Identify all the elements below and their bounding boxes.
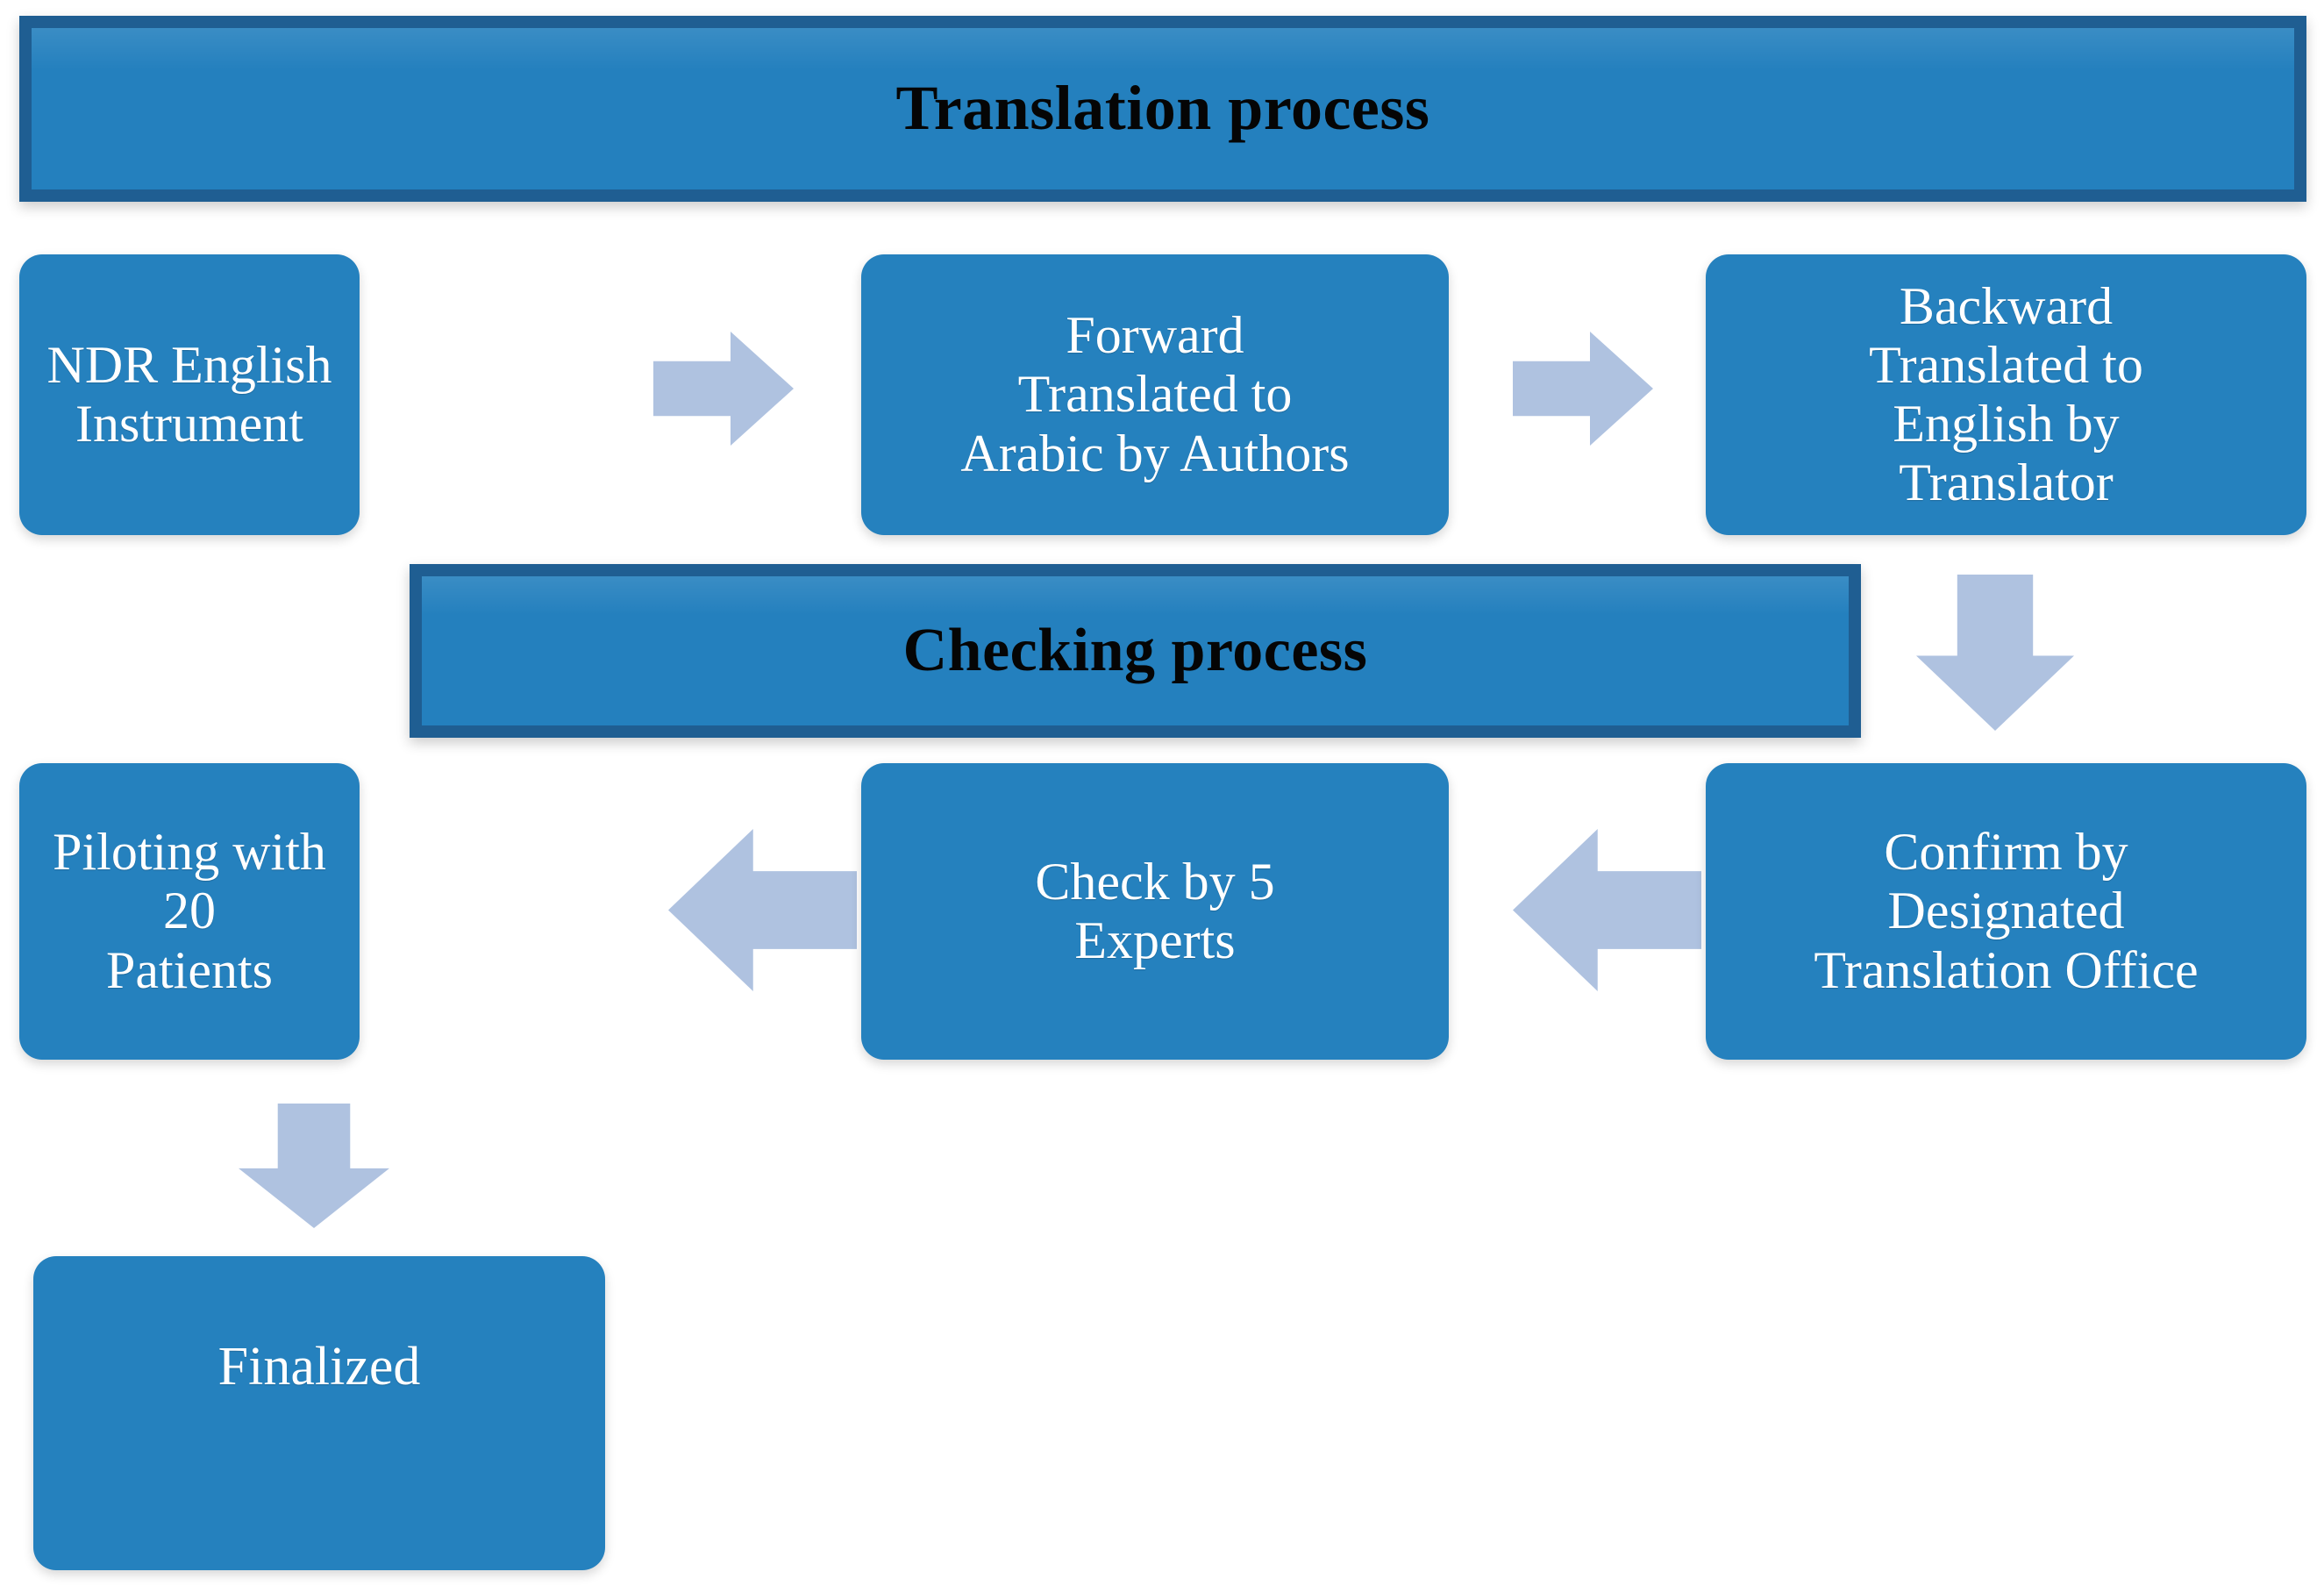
node-check-by-5-experts: Check by 5 Experts xyxy=(861,763,1449,1060)
node-finalized-label: Finalized xyxy=(217,1337,421,1397)
arrow-left-icon-check-to-piloting xyxy=(668,829,857,991)
arrow-right-icon-ndr-to-forward xyxy=(653,332,794,446)
banner-translation-process: Translation process xyxy=(19,16,2306,202)
arrow-down-icon-piloting-to-finalized xyxy=(239,1104,389,1228)
banner-checking-process-label: Checking process xyxy=(902,617,1368,685)
node-confirm-by-translation-office-label: Confirm by Designated Translation Office xyxy=(1814,823,2199,999)
node-finalized: Finalized xyxy=(33,1256,605,1570)
banner-checking-process: Checking process xyxy=(410,564,1861,738)
node-confirm-by-translation-office: Confirm by Designated Translation Office xyxy=(1706,763,2306,1060)
node-forward-translated: Forward Translated to Arabic by Authors xyxy=(861,254,1449,535)
node-backward-translated-label: Backward Translated to English by Transl… xyxy=(1869,276,2143,512)
node-piloting-with-20-patients: Piloting with 20 Patients xyxy=(19,763,360,1060)
arrow-down-icon-backward-to-confirm xyxy=(1916,575,2074,731)
banner-sheen xyxy=(32,28,2294,70)
node-ndr-english-instrument-label: NDR English Instrument xyxy=(46,335,332,453)
banner-sheen xyxy=(422,576,1849,616)
banner-translation-process-label: Translation process xyxy=(895,73,1430,144)
node-forward-translated-label: Forward Translated to Arabic by Authors xyxy=(960,306,1350,482)
arrow-left-icon-confirm-to-check xyxy=(1513,829,1701,991)
arrow-right-icon-forward-to-backward xyxy=(1513,332,1653,446)
node-ndr-english-instrument: NDR English Instrument xyxy=(19,254,360,535)
node-check-by-5-experts-label: Check by 5 Experts xyxy=(1035,852,1275,969)
node-backward-translated: Backward Translated to English by Transl… xyxy=(1706,254,2306,535)
node-piloting-with-20-patients-label: Piloting with 20 Patients xyxy=(53,823,326,999)
